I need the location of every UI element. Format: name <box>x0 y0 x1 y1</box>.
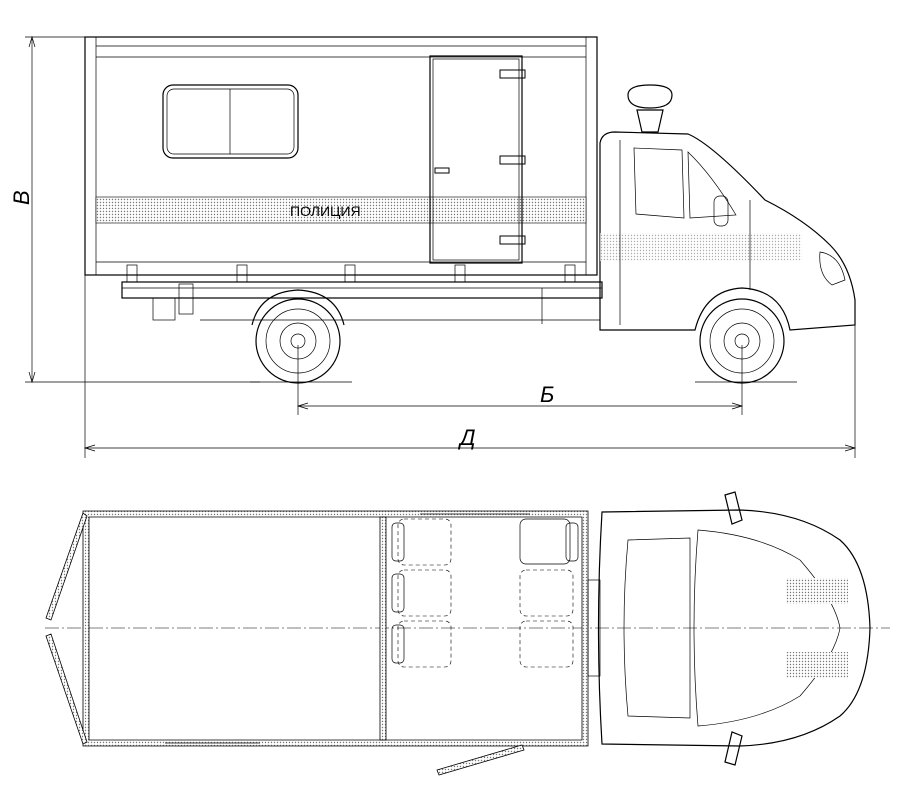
chassis-frame <box>121 264 603 326</box>
dimension-lines <box>25 35 857 458</box>
roof-beacon <box>627 84 673 133</box>
seats <box>391 518 579 668</box>
top-view <box>45 491 890 776</box>
wheelbase-dimension-label: Б <box>540 382 554 407</box>
side-window <box>162 84 299 159</box>
cargo-body-plan <box>82 510 589 747</box>
box-door <box>429 55 526 264</box>
rear-doors-open <box>45 512 525 776</box>
cargo-box <box>84 36 598 276</box>
side-view: ПОЛИЦИЯ <box>9 35 857 458</box>
length-dimension-label: Д <box>457 425 476 450</box>
police-label: ПОЛИЦИЯ <box>290 203 361 219</box>
height-dimension-label: В <box>9 190 34 205</box>
cab <box>599 131 856 331</box>
cab-plan <box>587 491 871 766</box>
